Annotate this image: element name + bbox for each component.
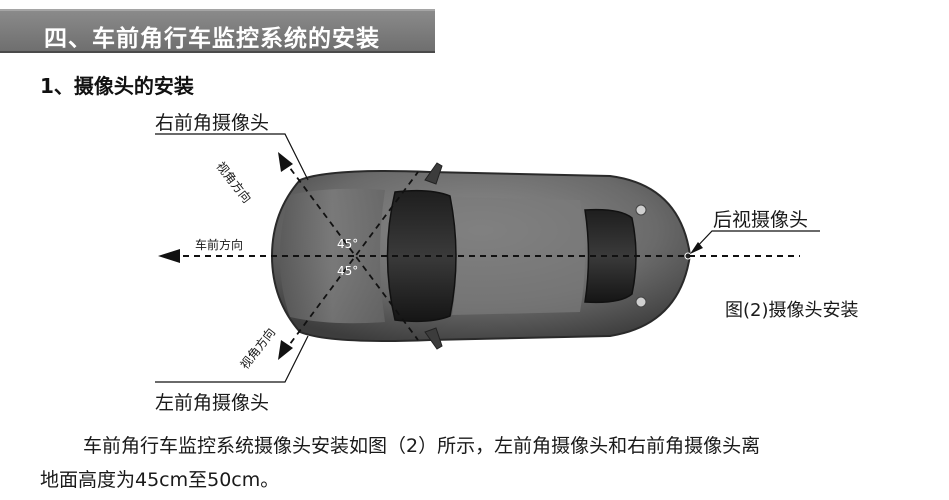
right-front-camera-label: 右前角摄像头: [155, 112, 270, 134]
body-paragraph-line-2: 地面高度为45cm至50cm。: [40, 469, 280, 491]
angle-bottom-label: 45°: [337, 264, 359, 278]
body-paragraph-line-1: 车前角行车监控系统摄像头安装如图（2）所示，左前角摄像头和右前角摄像头离: [83, 435, 761, 457]
section-title: 四、车前角行车监控系统的安装: [44, 26, 380, 52]
camera-installation-diagram: [155, 133, 820, 383]
left-camera-view-line: [283, 171, 419, 353]
right-camera-leader: [155, 133, 309, 181]
left-camera-leader: [155, 335, 309, 383]
angle-top-label: 45°: [337, 237, 359, 251]
forward-arrow-head: [158, 249, 180, 263]
forward-direction-label: 车前方向: [195, 238, 244, 252]
figure-caption: 图(2)摄像头安装: [725, 300, 859, 321]
section-header-bar: 四、车前角行车监控系统的安装: [0, 9, 435, 53]
left-front-camera-label: 左前角摄像头: [155, 392, 270, 414]
rear-camera-leader: [691, 230, 820, 253]
right-camera-view-line: [283, 159, 419, 341]
rear-camera-label: 后视摄像头: [713, 209, 809, 231]
subsection-title: 1、摄像头的安装: [40, 74, 194, 98]
